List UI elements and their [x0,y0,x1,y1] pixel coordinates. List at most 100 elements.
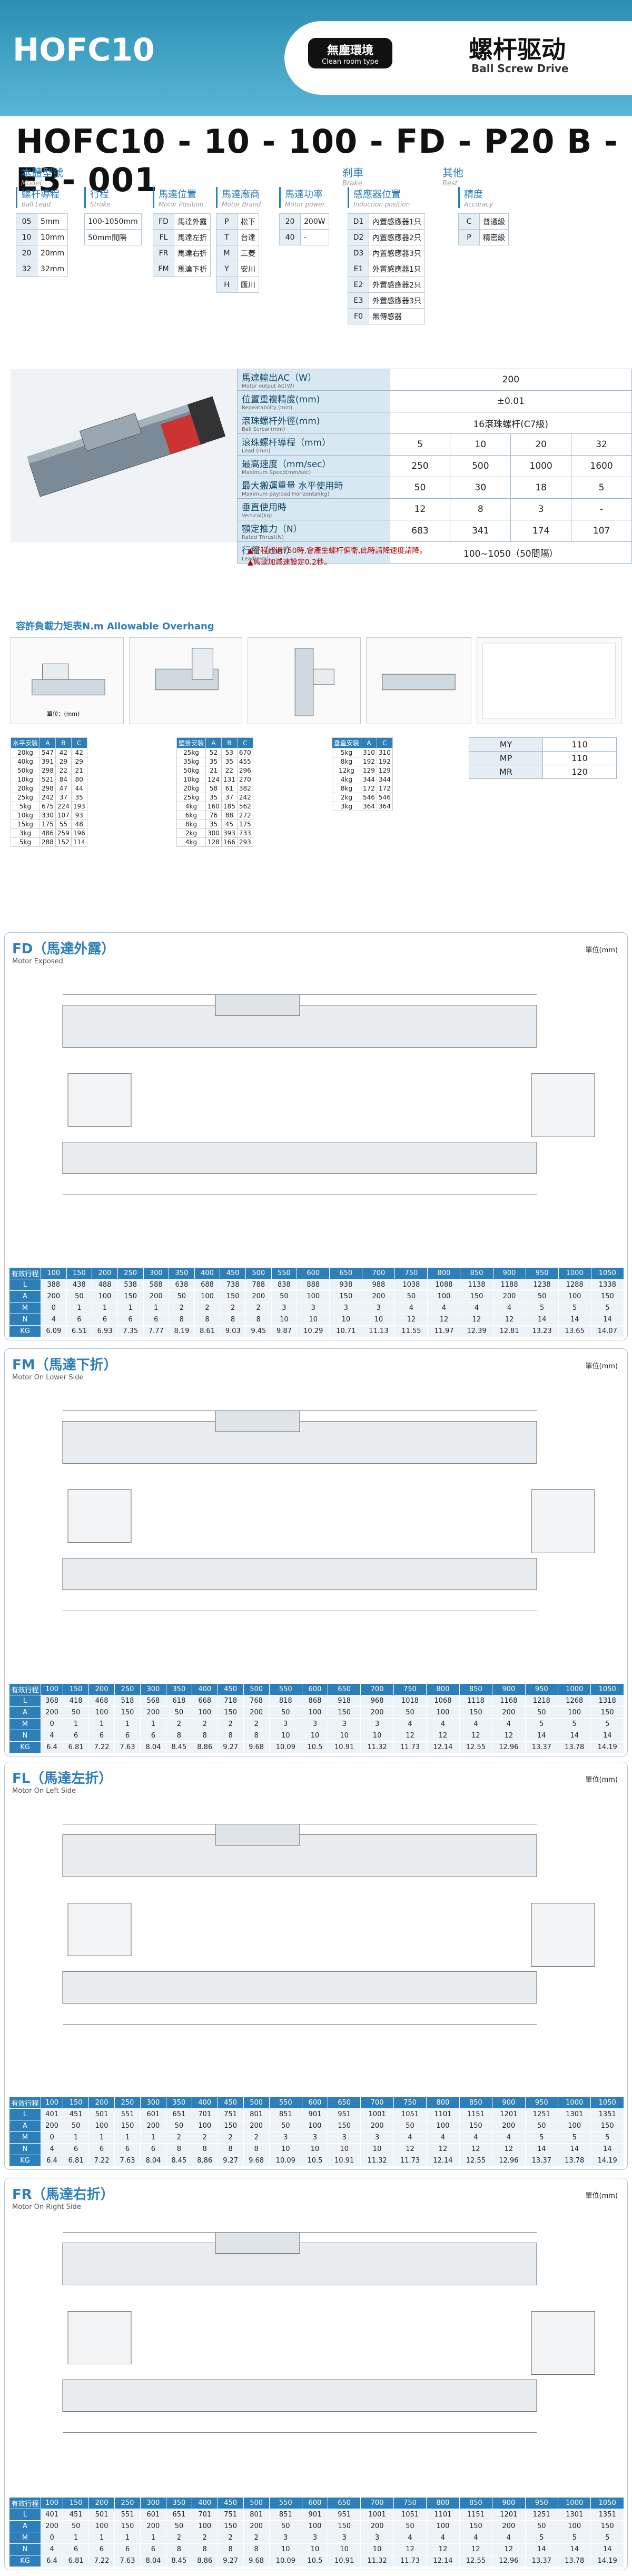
dim-cell: 50 [165,2120,192,2132]
dim-cell: 10 [269,2543,303,2555]
dim-cell: 550 [269,2097,303,2109]
panel-title-en: Motor Exposed [12,958,63,965]
dim-cell: 150 [114,2120,141,2132]
dim-cell: 4 [393,2131,427,2144]
dim-cell: 8.45 [165,2555,192,2567]
dim-cell: 2 [191,1718,218,1730]
dim-cell: 1351 [590,2108,624,2120]
dim-cell: 468 [88,1695,115,1707]
ov-cell: 84 [55,775,72,784]
dim-cell: 1301 [557,2108,591,2120]
dim-cell: 668 [191,1695,218,1707]
dim-cell: 701 [191,2108,218,2120]
badge-en: Clean room type [322,58,379,66]
dim-cell: 600 [302,1683,328,1695]
dim-cell: 4 [459,1718,493,1730]
spec-value: 50 [389,477,451,499]
dim-cell: 1 [88,1718,115,1730]
spec-value: - [571,498,632,520]
dim-cell: 638 [169,1279,195,1291]
code-label-cn: 行程 [90,189,109,200]
dim-cell: 350 [165,2097,192,2109]
dim-cell: 1050 [590,1267,625,1279]
dim-cell: 4 [459,2532,493,2544]
dim-cell: 10 [360,2143,394,2155]
dim-cell: 350 [169,1267,195,1279]
power-table-cell: - [300,229,329,245]
ov-cell: 8kg [331,784,362,793]
sensor-table-cell: 外置感應器1只 [369,261,425,277]
dim-cell: 4 [459,2131,493,2144]
ov-cell: 382 [236,784,253,793]
power-table-cell: 40 [279,229,301,245]
moment-value: 110 [542,737,617,752]
lead-table-cell: 32mm [36,261,68,277]
dim-cell: 50 [393,2520,427,2532]
spec-label-en: Lead (mm) [242,448,271,454]
dim-cell: 450 [217,1683,244,1695]
dim-cell: 8.45 [165,1741,192,1753]
dim-cell: 2 [243,1718,270,1730]
dim-cell: 12.96 [492,2555,526,2567]
sensor-table-cell: E3 [348,292,369,309]
dim-cell: 6 [140,2543,166,2555]
dim-cell: 200 [40,2120,64,2132]
dim-cell: 8.61 [194,1325,221,1337]
dim-cell: 50 [165,2520,192,2532]
ov-cell: 21 [205,766,222,775]
dim-cell: 8.04 [140,1741,166,1753]
dim-cell: 150 [63,2097,90,2109]
sensor-table-cell: 內置感應器1只 [369,213,425,230]
dim-cell: 10.91 [327,2555,361,2567]
dim-cell: 12 [492,2143,526,2155]
dim-cell: 6.09 [41,1325,67,1337]
spec-value: 100~1050（50間隔） [389,541,632,564]
dim-cell: 451 [63,2509,90,2521]
dim-cell: 1 [63,2131,90,2144]
dim-cell: 100 [88,2520,115,2532]
dim-cell: 10 [329,1314,363,1326]
ov-cell: 107 [55,811,72,820]
dim-cell: 14.19 [590,1741,624,1753]
dim-cell: 701 [191,2509,218,2521]
dim-cell: 6 [140,1730,166,1742]
panel-title: FM（馬達下折）Motor On Lower Side [12,1354,117,1381]
dim-cell: 有效行程 [9,1683,41,1695]
dim-cell: 12 [492,1314,526,1326]
dim-cell: 7.63 [114,1741,141,1753]
dim-cell: 12 [394,1314,428,1326]
panel-title: FR（馬達右折）Motor On Right Side [12,2184,114,2211]
dim-cell: 368 [40,1695,64,1707]
dim-cell: 8 [243,1730,270,1742]
dim-cell: 10 [269,1730,303,1742]
motorpos-table-cell: 馬達右折 [174,245,211,261]
ov-cell: 10kg [10,775,41,784]
dim-cell: 3 [302,1718,328,1730]
dim-cell: 988 [362,1279,396,1291]
dim-cell: A [9,1706,41,1719]
dim-cell: 600 [302,2497,328,2509]
dim-cell: 751 [217,2509,244,2521]
dim-cell: 6 [88,2143,115,2155]
dim-cell: 8 [194,1314,221,1326]
dim-cell: N [9,1314,41,1326]
ov-cell: 50kg [10,766,41,775]
dim-cell: 438 [66,1279,93,1291]
dim-cell: 401 [40,2108,64,2120]
ov-cell: 272 [236,811,253,820]
overhang-title-cn: 容許負載力矩表N.m [16,621,104,632]
dim-cell: 12 [426,1730,460,1742]
accuracy-table-cell: 精密級 [479,229,509,245]
dim-cell: 6.4 [40,2155,64,2167]
dim-cell: 12 [426,2143,460,2155]
sensor-table-cell: D3 [348,245,369,261]
dim-cell: 有效行程 [9,1267,41,1279]
spec-value: 30 [450,477,511,499]
dim-cell: 50 [525,2520,558,2532]
dim-cell: 4 [40,2143,64,2155]
